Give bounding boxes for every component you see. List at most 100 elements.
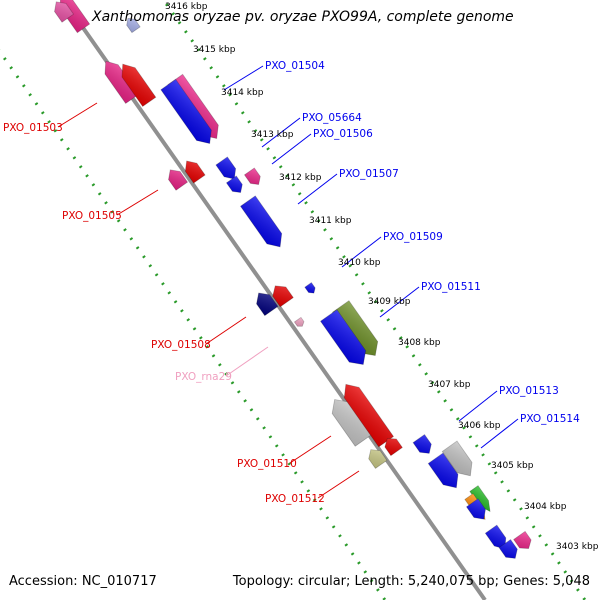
gene-arrow[interactable] <box>54 0 91 34</box>
label-leader-line <box>116 189 159 216</box>
gene-arrow[interactable] <box>160 78 217 148</box>
label-leader-line <box>289 435 332 464</box>
label-leader-line <box>223 65 264 91</box>
gene-label[interactable]: PXO_01511 <box>421 281 481 293</box>
gene-arrow[interactable] <box>239 195 288 252</box>
gene-shade <box>320 309 366 365</box>
gene-shade <box>384 438 403 456</box>
gene-arrow[interactable] <box>469 485 494 515</box>
gene-arrow[interactable] <box>441 440 477 481</box>
scale-mark-label: 3405 kbp <box>491 461 534 471</box>
label-leader-line <box>480 418 519 449</box>
scale-mark-label: 3404 kbp <box>524 502 567 512</box>
gene-arrow[interactable] <box>465 498 490 523</box>
gene-arrow[interactable] <box>304 282 317 296</box>
gene-shade <box>294 317 304 327</box>
gene-label[interactable]: PXO_05664 <box>302 112 362 124</box>
gene-shade <box>256 292 278 316</box>
gene-shade <box>60 0 90 33</box>
gene-shade <box>332 300 378 356</box>
gene-arrow[interactable] <box>181 157 206 184</box>
gene-label[interactable]: PXO_01514 <box>520 413 580 425</box>
label-leader-line <box>57 102 98 128</box>
genome-title: Xanthomonas oryzae pv. oryzae PXO99A, co… <box>92 9 514 25</box>
accession-text: Accession: NC_010717 <box>9 574 157 589</box>
scale-mark-label: 3410 kbp <box>338 258 381 268</box>
gene-features <box>51 0 535 563</box>
gene-label[interactable]: PXO_01504 <box>265 60 325 72</box>
gene-label[interactable]: PXO_01510 <box>237 458 297 470</box>
gene-arrow[interactable] <box>215 156 240 183</box>
gene-arrow[interactable] <box>225 175 245 196</box>
gene-arrow[interactable] <box>382 434 403 457</box>
gene-shade <box>466 498 486 520</box>
label-leader-line <box>225 346 269 377</box>
scale-mark-label: 3403 kbp <box>556 542 599 552</box>
gene-shade <box>272 285 294 307</box>
label-leader-line <box>341 236 382 268</box>
gene-shade <box>428 453 458 488</box>
gene-arrow[interactable] <box>339 379 395 448</box>
gene-shade <box>344 384 394 447</box>
gene-arrow[interactable] <box>124 15 141 34</box>
gene-shade <box>104 61 139 104</box>
gene-arrow[interactable] <box>99 57 140 104</box>
scale-mark-label: 3406 kbp <box>458 421 501 431</box>
label-leader-line <box>458 390 498 422</box>
gene-shade <box>121 64 156 107</box>
gene-label[interactable]: PXO_01503 <box>3 122 63 134</box>
gene-shade <box>240 195 282 247</box>
gene-arrow[interactable] <box>165 166 189 191</box>
gene-arrow[interactable] <box>243 167 263 188</box>
gene-shade <box>413 434 432 454</box>
gene-arrow[interactable] <box>484 524 510 553</box>
gene-label[interactable]: PXO_01513 <box>499 385 559 397</box>
tick-track-outer <box>161 0 587 600</box>
gene-label[interactable]: PXO_01507 <box>339 168 399 180</box>
gene-label[interactable]: PXO_rna29 <box>175 371 232 383</box>
gene-arrow[interactable] <box>116 60 157 107</box>
scale-mark-label: 3414 kbp <box>221 88 264 98</box>
gene-shade <box>226 176 243 193</box>
gene-arrow[interactable] <box>498 539 521 563</box>
tick-tracks <box>0 0 587 600</box>
gene-arrow[interactable] <box>513 530 535 552</box>
label-leader-line <box>297 173 338 205</box>
scale-mark-label: 3409 kbp <box>368 297 411 307</box>
gene-arrow[interactable] <box>320 309 372 371</box>
gene-arrow[interactable] <box>427 452 463 493</box>
gene-shade <box>244 168 261 185</box>
topology-text: Topology: circular; Length: 5,240,075 bp… <box>232 574 590 589</box>
gene-arrow[interactable] <box>293 316 305 328</box>
gene-labels: PXO_01504PXO_05664PXO_01506PXO_01507PXO_… <box>3 60 580 505</box>
gene-shade <box>160 79 212 144</box>
gene-label[interactable]: PXO_01512 <box>265 493 325 505</box>
gene-shade <box>185 160 206 184</box>
gene-shade <box>368 449 387 469</box>
gene-label[interactable]: PXO_01508 <box>151 339 211 351</box>
gene-shade <box>499 539 518 559</box>
gene-label[interactable]: PXO_01505 <box>62 210 122 222</box>
gene-arrow[interactable] <box>412 434 435 458</box>
scale-mark-label: 3411 kbp <box>309 216 352 226</box>
label-leader-line <box>271 133 312 165</box>
gene-arrow[interactable] <box>332 300 384 362</box>
gene-label[interactable]: PXO_01506 <box>313 128 373 140</box>
gene-arrow[interactable] <box>365 446 388 469</box>
scale-mark-label: 3415 kbp <box>193 45 236 55</box>
gene-shade <box>485 525 506 549</box>
label-leaders <box>57 65 519 499</box>
gene-shade <box>168 169 188 191</box>
gene-shade <box>304 282 316 294</box>
gene-arrow[interactable] <box>51 0 75 23</box>
scale-mark-label: 3408 kbp <box>398 338 441 348</box>
label-leader-line <box>205 316 247 345</box>
gene-shade <box>215 156 236 180</box>
gene-arrow[interactable] <box>252 288 279 317</box>
gene-label[interactable]: PXO_01509 <box>383 231 443 243</box>
gene-arrow[interactable] <box>269 281 294 308</box>
label-leader-line <box>317 470 360 499</box>
tick-track-inner <box>0 49 387 600</box>
label-leader-line <box>379 286 420 318</box>
